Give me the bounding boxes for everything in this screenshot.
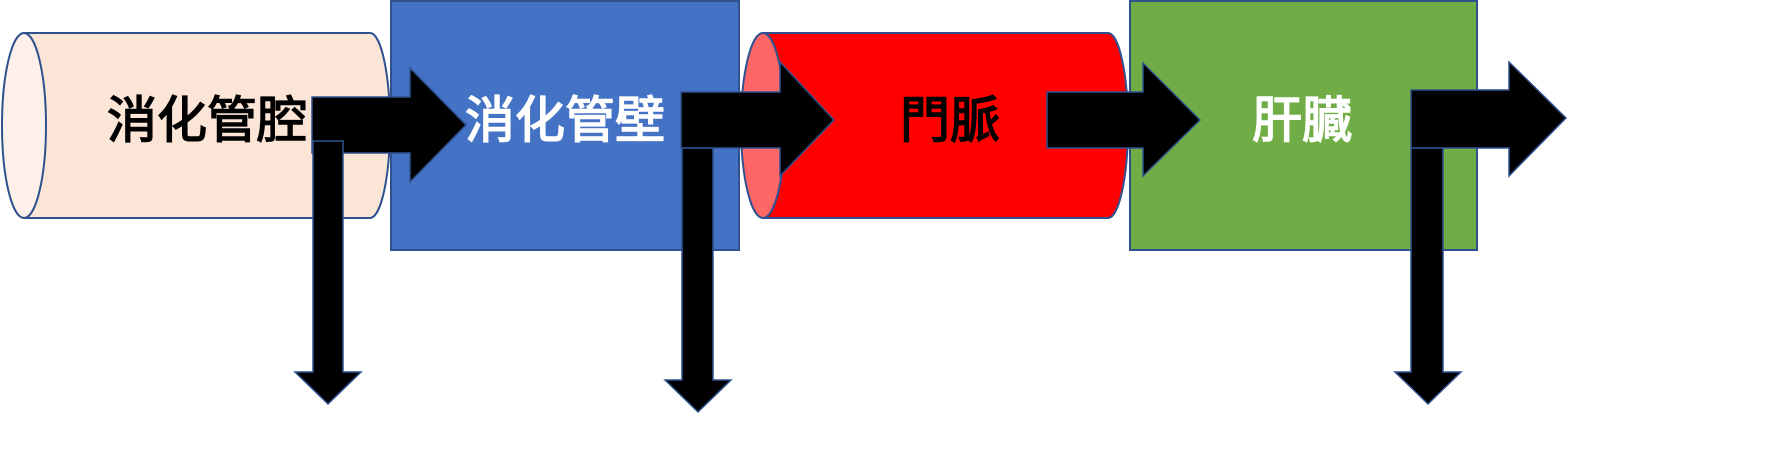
label-portal-vein: 門脈: [900, 92, 1000, 150]
label-liver: 肝臓: [1252, 92, 1352, 150]
cylinder-cap: [1, 32, 47, 219]
arrow-down-2: [663, 147, 733, 414]
arrow-down-1: [293, 140, 363, 406]
label-gut-wall: 消化管壁: [465, 92, 665, 150]
arrow-right-3: [1046, 61, 1202, 178]
arrow-down-3: [1393, 147, 1463, 406]
label-gut-lumen: 消化管腔: [107, 92, 307, 150]
node-gut-lumen: [1, 32, 391, 219]
